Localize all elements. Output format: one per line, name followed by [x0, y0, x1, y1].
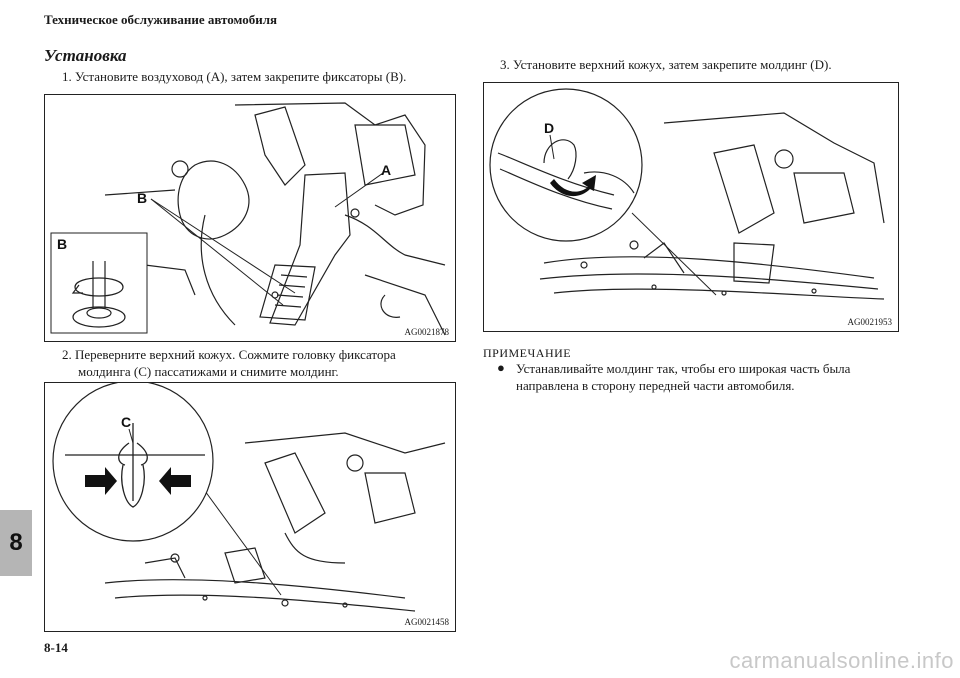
label-d: D: [544, 120, 554, 136]
section-title: Установка: [44, 46, 127, 65]
page-number: 8-14: [44, 640, 68, 655]
label-b-inset: B: [57, 236, 67, 252]
figure-id: AG0021458: [404, 617, 450, 627]
figure-molding-install: D AG0021953: [483, 82, 899, 332]
step-2-line-1: 2. Переверните верхний кожух. Сожмите го…: [62, 347, 396, 362]
figure-molding-clip-drawing: C: [52, 383, 446, 612]
label-b-top: B: [137, 190, 147, 206]
step-2-line-2: молдинга (C) пассатижами и снимите молди…: [78, 364, 339, 379]
step-1: 1. Установите воздуховод (A), затем закр…: [62, 69, 407, 84]
label-a: A: [381, 162, 391, 178]
note-text-line-2: направлена в сторону передней части авто…: [516, 378, 795, 393]
figure-air-duct: B A B AG0021878: [44, 94, 456, 342]
note-text: Устанавливайте молдинг так, чтобы его ши…: [516, 360, 916, 394]
figure-molding-install-drawing: D: [489, 88, 885, 300]
step-3: 3. Установите верхний кожух, затем закре…: [500, 57, 832, 72]
chapter-tab: 8: [0, 510, 32, 576]
step-2: 2. Переверните верхний кожух. Сожмите го…: [62, 346, 396, 380]
watermark: carmanualsonline.info: [729, 648, 954, 673]
page-header: Техническое обслуживание автомобиля: [44, 12, 278, 27]
note-title: ПРИМЕЧАНИЕ: [483, 346, 572, 360]
figure-id: AG0021878: [404, 327, 450, 337]
figure-id: AG0021953: [847, 317, 893, 327]
figure-air-duct-drawing: B A B: [50, 102, 446, 336]
note-text-line-1: Устанавливайте молдинг так, чтобы его ши…: [516, 361, 851, 376]
figure-molding-clip: C AG0021458: [44, 382, 456, 632]
label-c: C: [121, 414, 131, 430]
note-bullet: ●: [497, 360, 505, 375]
